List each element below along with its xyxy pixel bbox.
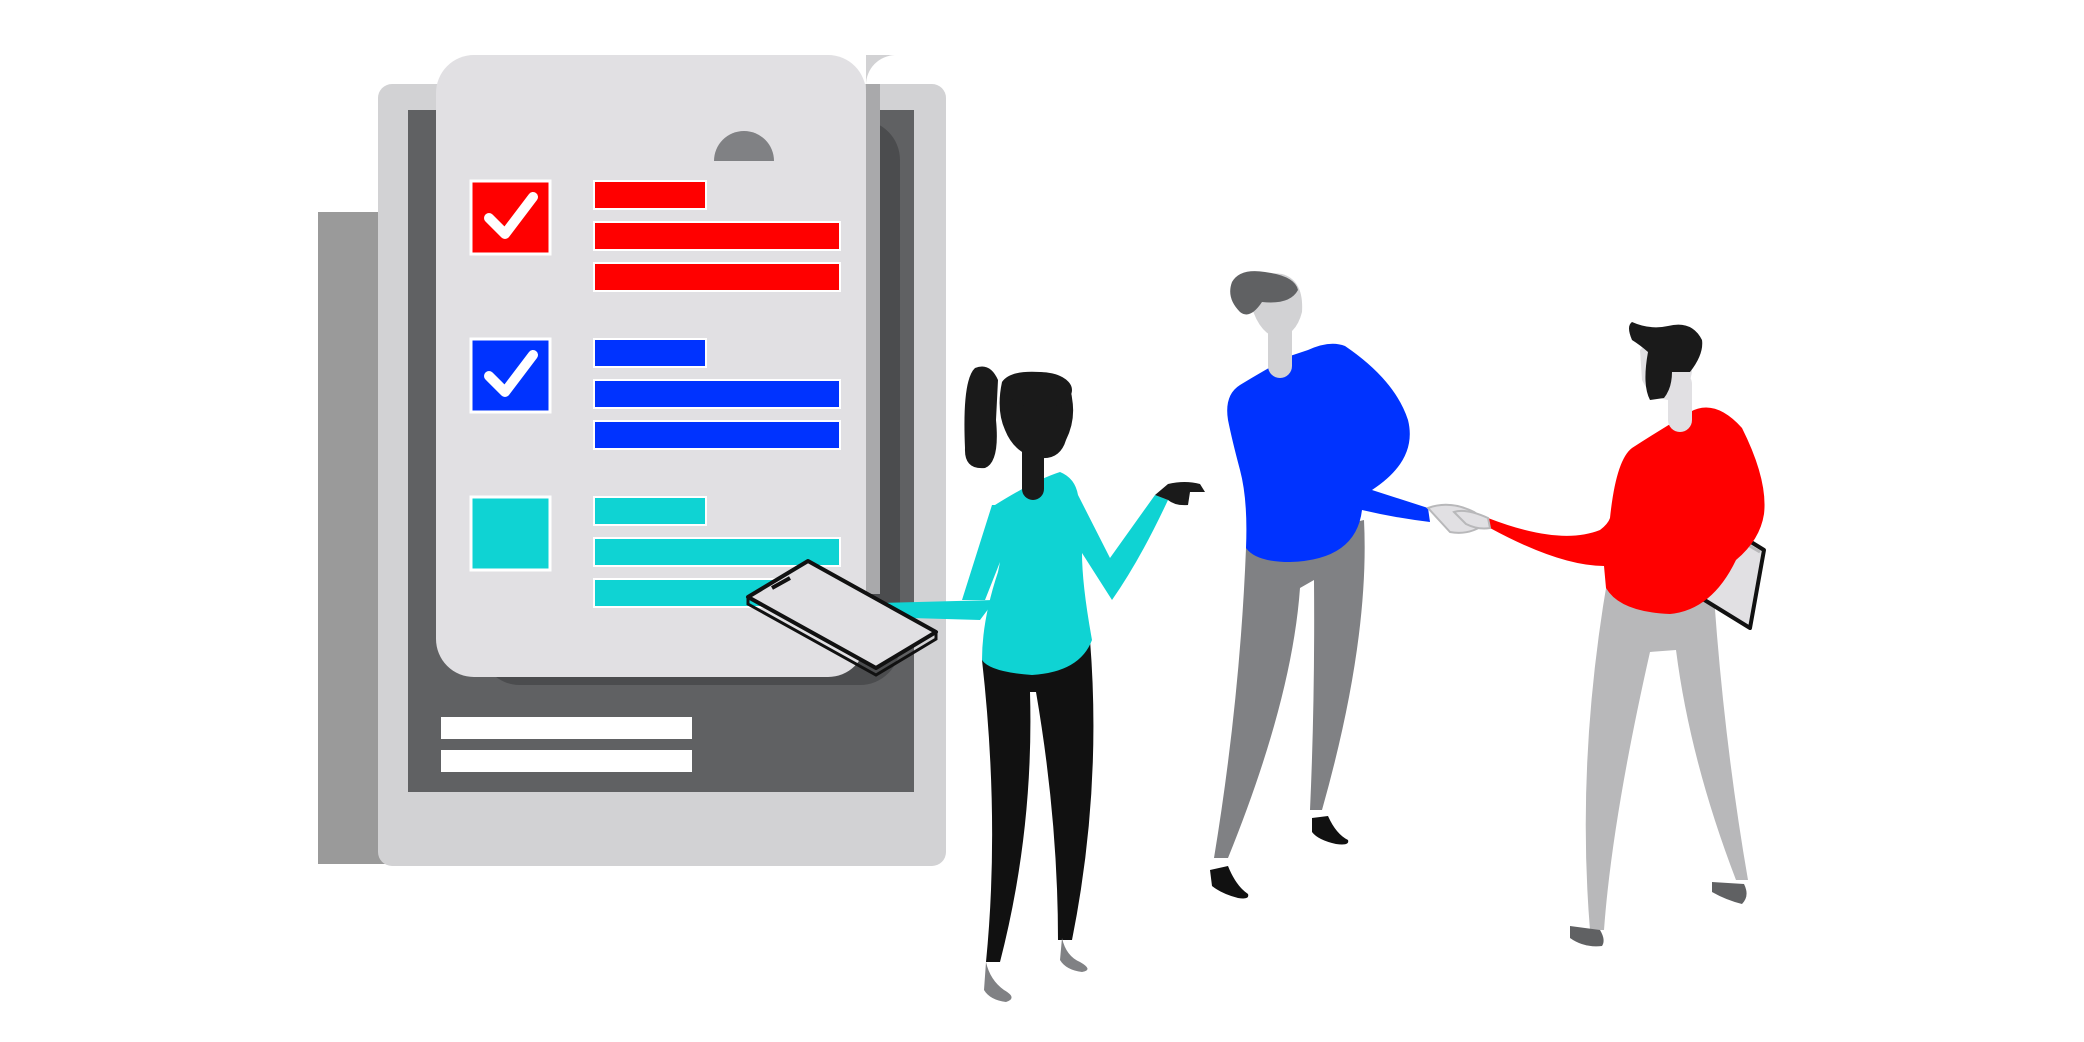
shoe — [1712, 882, 1747, 904]
line-long — [593, 262, 841, 292]
person-man-red — [1452, 322, 1766, 947]
shoe — [1060, 938, 1088, 972]
footer-line — [441, 750, 692, 772]
phone-icon — [746, 559, 938, 677]
hair-bun — [1008, 372, 1072, 408]
paper-corner-curl — [866, 55, 895, 85]
ponytail — [964, 366, 998, 469]
paper-tab — [714, 131, 774, 161]
shoe — [1312, 816, 1349, 845]
pants — [1585, 566, 1748, 930]
shirt — [1488, 407, 1765, 614]
hair — [1230, 271, 1298, 315]
pants — [1214, 520, 1365, 858]
paper-fold-strip — [866, 84, 880, 594]
checklist-item-blue — [469, 337, 841, 450]
checkbox-teal — [469, 495, 552, 572]
hand-shake — [1452, 509, 1492, 530]
pants — [982, 640, 1094, 962]
line-short — [593, 180, 707, 210]
hair — [1629, 322, 1703, 400]
line-short — [593, 338, 707, 368]
checkbox-blue — [469, 337, 552, 414]
checklist-item-red — [469, 179, 841, 292]
shoe — [1570, 926, 1604, 947]
line-long — [593, 221, 841, 251]
line-long — [593, 420, 841, 450]
document-stack — [318, 55, 946, 866]
check-icon — [484, 350, 538, 397]
shoe — [984, 962, 1012, 1002]
shoe — [1210, 866, 1249, 899]
check-icon — [484, 192, 538, 239]
hand-right — [1155, 482, 1205, 506]
footer-line — [441, 717, 692, 739]
person-woman-teal — [746, 366, 1205, 1002]
checkbox-red — [469, 179, 552, 256]
person-man-blue — [1210, 271, 1490, 899]
line-short — [593, 496, 707, 526]
shirt — [962, 472, 1168, 675]
shirt — [1227, 343, 1430, 562]
line-long — [593, 537, 841, 567]
line-long — [593, 379, 841, 409]
